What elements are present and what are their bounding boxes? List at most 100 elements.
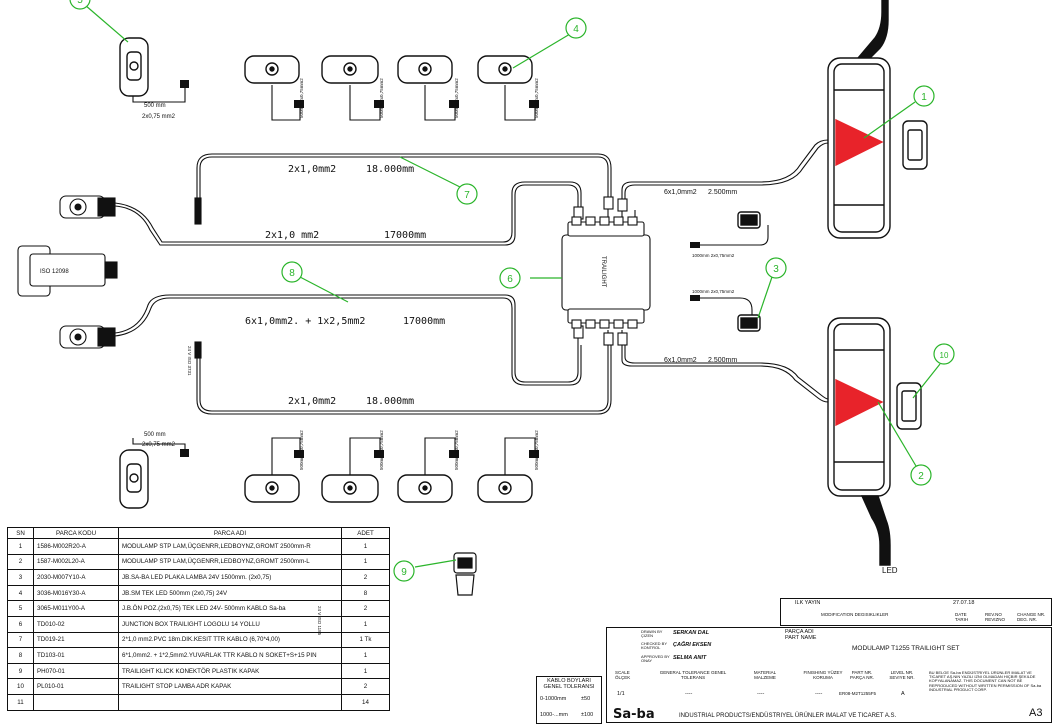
side-lamp-cs-bottom: 2x0,75 mm2	[142, 442, 176, 448]
side-lamp-bottom	[119, 449, 149, 509]
socket-bottom	[59, 325, 116, 349]
side-lamp-length-top: 500 mm	[144, 103, 166, 109]
copyright-notice: BU BELGE Sa-ba ENDÜSTRIYEL ÜRÜNLER IMALA…	[929, 670, 1042, 692]
first-issue: ILK YAYIN	[795, 600, 821, 606]
cable-tol-r2b: ±100	[581, 712, 594, 718]
mod-label: MODIFICATION DEGISIKLIKLER	[821, 612, 889, 617]
title-block: DRAWN BY ÇIZEN SERKAN DAL CHECKED BY KON…	[606, 627, 1052, 723]
gen-tol: ----	[685, 691, 693, 697]
bom-cell-code: 3036-M016Y30-A	[33, 584, 119, 602]
cable-main	[114, 184, 579, 246]
bom-cell-sn: 10	[7, 678, 34, 695]
bom-cell-qty: 1	[341, 615, 390, 633]
scale: 1/1	[617, 691, 625, 697]
wire-main-length: 17000mm	[384, 230, 426, 241]
wire-7-top-length: 18.000mm	[366, 164, 414, 175]
klick-cover	[453, 552, 477, 596]
led-wire-1: 500mm 2x0,75mm2	[299, 78, 304, 118]
led-wire-3: 500mm 2x0,75mm2	[454, 78, 459, 118]
bom-cell-code: PL010-01	[33, 678, 119, 695]
bom-cell-qty: 8	[341, 584, 390, 602]
plate-wire-bottom: 1000mm 2x0,75mm2	[692, 289, 735, 294]
bom-cell-name: JB.SM TEK LED 500mm (2x0,75) 24V	[118, 584, 342, 602]
bom-cell-qty: 14	[341, 693, 390, 711]
bom-cell-name: JUNCTION BOX TRAILIGHT LOGOLU 14 YOLLU	[118, 615, 342, 633]
callout-6: 6	[507, 274, 513, 285]
bom-cell-sn: 2	[7, 553, 34, 571]
led-wire-2: 500mm 2x0,75mm2	[379, 78, 384, 118]
plate-lamp-bottom	[737, 314, 761, 332]
bom-cell-qty: 1	[341, 662, 390, 680]
cable-right-top	[621, 139, 829, 200]
cable-tol-r1b: ±50	[581, 696, 591, 702]
material-label: MATERIAL MALZEME	[753, 670, 777, 680]
led-lamps-bottom	[244, 474, 533, 503]
junction-box	[561, 216, 651, 329]
led-wire-5: 500mm 2x0,75mm2	[299, 430, 304, 470]
company-name: INDUSTRIAL PRODUCTS/ENDÜSTRIYEL ÜRÜNLER …	[679, 713, 897, 719]
bom-header-sn: SN	[7, 527, 34, 539]
bom-cell-code: 2030-M007Y10-A	[33, 569, 119, 586]
callout-8: 8	[289, 268, 295, 279]
wire-right-top-label: 6x1,0mm2	[664, 189, 697, 196]
approved-by-name: SELMA ANIT	[673, 655, 707, 661]
bom-cell-sn: 4	[7, 584, 34, 602]
checked-by-name: ÇAĞRI EKSEN	[673, 642, 712, 648]
bom-cell-code	[33, 693, 119, 711]
material: ----	[757, 691, 765, 697]
bom-cell-code: PH070-01	[33, 662, 119, 680]
rev-label: REV.NO REVIZNO	[985, 612, 1006, 622]
gen-tol-label: GENERAL TOLERANCE GENEL TOLERANS	[659, 670, 727, 680]
socket-top-label: 24 V ISO 3731	[187, 346, 192, 376]
bom-cell-name: TRAILIGHT STOP LAMBA ADR KAPAK	[118, 678, 342, 695]
side-lamp-length-bottom: 500 mm	[144, 432, 166, 438]
bom-cell-qty: 2	[341, 569, 390, 586]
bom-cell-code: 3065-M011Y00-A	[33, 600, 119, 617]
issue-date: 27.07.18	[953, 600, 975, 606]
bom-cell-sn: 9	[7, 662, 34, 680]
callout-4: 4	[573, 24, 579, 35]
socket-iso	[17, 245, 118, 297]
cable-right-bottom	[621, 345, 829, 403]
wire-7-bottom-label: 2x1,0mm2	[288, 396, 336, 407]
tail-lamp-right	[827, 0, 891, 239]
led-wire-7: 500mm 2x0,75mm2	[454, 430, 459, 470]
bom-cell-sn: 8	[7, 647, 34, 664]
led-wire-4: 500mm 2x0,75mm2	[534, 78, 539, 118]
level-label: LEVEL NR. SEVIYE NR.	[889, 670, 915, 680]
bom-cell-qty: 1	[341, 553, 390, 571]
callout-7: 7	[464, 190, 470, 201]
wire-7-top-label: 2x1,0mm2	[288, 164, 336, 175]
bom-header: SN PARCA KODU PARCA ADI ADET	[7, 527, 390, 539]
bom-cell-name: J.B.ÖN POZ.(2x0,75) TEK LED 24V- 500mm K…	[118, 600, 342, 617]
side-lamp-top	[119, 37, 149, 97]
adr-cover-top	[902, 120, 928, 170]
bom-cell-name: 2*1,0 mm2.PVC 18m.DIK.KESIT TTR KABLO (6…	[118, 631, 342, 649]
sheet-size: A3	[1029, 707, 1043, 719]
adr-cover-bottom	[896, 382, 922, 430]
wire-main-label: 2x1,0 mm2	[265, 230, 319, 241]
cable-tol-r2a: 1000-...mm	[540, 712, 568, 718]
cable-tolerance-box: KABLO BOYLARI GENEL TOLERANSI 0-1000mm ±…	[536, 676, 602, 724]
bom-cell-code: TD103-01	[33, 647, 119, 664]
bom-header-code: PARCA KODU	[33, 527, 119, 539]
led-lamps-top	[244, 55, 533, 84]
callout-10: 10	[940, 351, 949, 360]
plate-lamp-top	[737, 211, 761, 229]
drawn-by-label: DRAWN BY ÇIZEN	[641, 629, 663, 639]
company-logo: Sa-ba	[613, 707, 655, 722]
wire-8-length: 17000mm	[403, 316, 445, 327]
wire-7-bottom-length: 18.000mm	[366, 396, 414, 407]
bom-cell-code: 1587-M002L20-A	[33, 553, 119, 571]
plate-wire-top: 1000mm 2x0,75mm2	[692, 253, 735, 258]
finishing-label: FINISHING YÜZEY KORUMA	[803, 670, 843, 680]
bom-cell-name: MODULAMP STP LAM,ÜÇGENRR,LEDBOYNZ,GROMT …	[118, 553, 342, 571]
